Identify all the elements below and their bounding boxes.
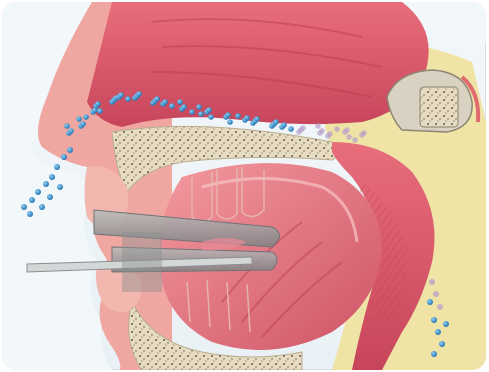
aerosol-particle (76, 116, 82, 122)
anatomy-illustration-frame (2, 2, 486, 370)
aerosol-particle (198, 111, 204, 117)
aerosol-particle (334, 126, 340, 132)
aerosol-particle (439, 341, 445, 347)
aerosol-particle (225, 112, 231, 118)
aerosol-particle (206, 107, 212, 113)
aerosol-particle (431, 317, 437, 323)
aerosol-particle (227, 119, 233, 125)
aerosol-particle (118, 92, 124, 98)
aerosol-particle (300, 125, 306, 131)
ear-canal-structure (387, 70, 478, 132)
aerosol-particle (244, 115, 250, 121)
aerosol-particle (281, 122, 287, 128)
aerosol-particle (47, 194, 53, 200)
aerosol-particle (154, 96, 160, 102)
aerosol-particle (97, 108, 103, 114)
aerosol-particle (273, 119, 279, 125)
aerosol-particle (29, 197, 35, 203)
nasal-oral-cavity-cross-section (2, 2, 486, 370)
aerosol-particle (319, 128, 325, 134)
aerosol-particle (208, 114, 214, 120)
aerosol-particle (27, 211, 33, 217)
aerosol-particle (68, 128, 74, 134)
aerosol-particle (136, 91, 142, 97)
aerosol-particle (315, 123, 321, 129)
aerosol-particle (21, 204, 27, 210)
aerosol-particle (83, 114, 89, 120)
aerosol-particle (162, 99, 168, 105)
aerosol-particle (80, 121, 86, 127)
aerosol-particle (288, 126, 294, 132)
aerosol-particle (35, 189, 41, 195)
aerosol-particle (433, 291, 439, 297)
aerosol-particle (125, 96, 131, 102)
aerosol-particle (95, 101, 101, 107)
aerosol-particle (39, 204, 45, 210)
aerosol-particle (181, 104, 187, 110)
aerosol-particle (64, 123, 70, 129)
aerosol-particle (443, 321, 449, 327)
aerosol-particle (327, 131, 333, 137)
aerosol-particle (352, 137, 358, 143)
aerosol-particle (346, 134, 352, 140)
aerosol-particle (189, 109, 195, 115)
aerosol-particle (57, 184, 63, 190)
aerosol-particle (169, 103, 175, 109)
aerosol-particle (344, 127, 350, 133)
aerosol-particle (235, 113, 241, 119)
aerosol-particle (437, 304, 443, 310)
aerosol-particle (61, 154, 67, 160)
aerosol-particle (435, 329, 441, 335)
aerosol-particle (429, 279, 435, 285)
aerosol-particle (43, 181, 49, 187)
aerosol-particle (254, 116, 260, 122)
aerosol-particle (177, 99, 183, 105)
aerosol-particle (196, 104, 202, 110)
aerosol-particle (54, 164, 60, 170)
aerosol-particle (49, 174, 55, 180)
aerosol-particle (361, 130, 367, 136)
aerosol-particle (431, 351, 437, 357)
aerosol-particle (67, 147, 73, 153)
aerosol-particle (427, 299, 433, 305)
